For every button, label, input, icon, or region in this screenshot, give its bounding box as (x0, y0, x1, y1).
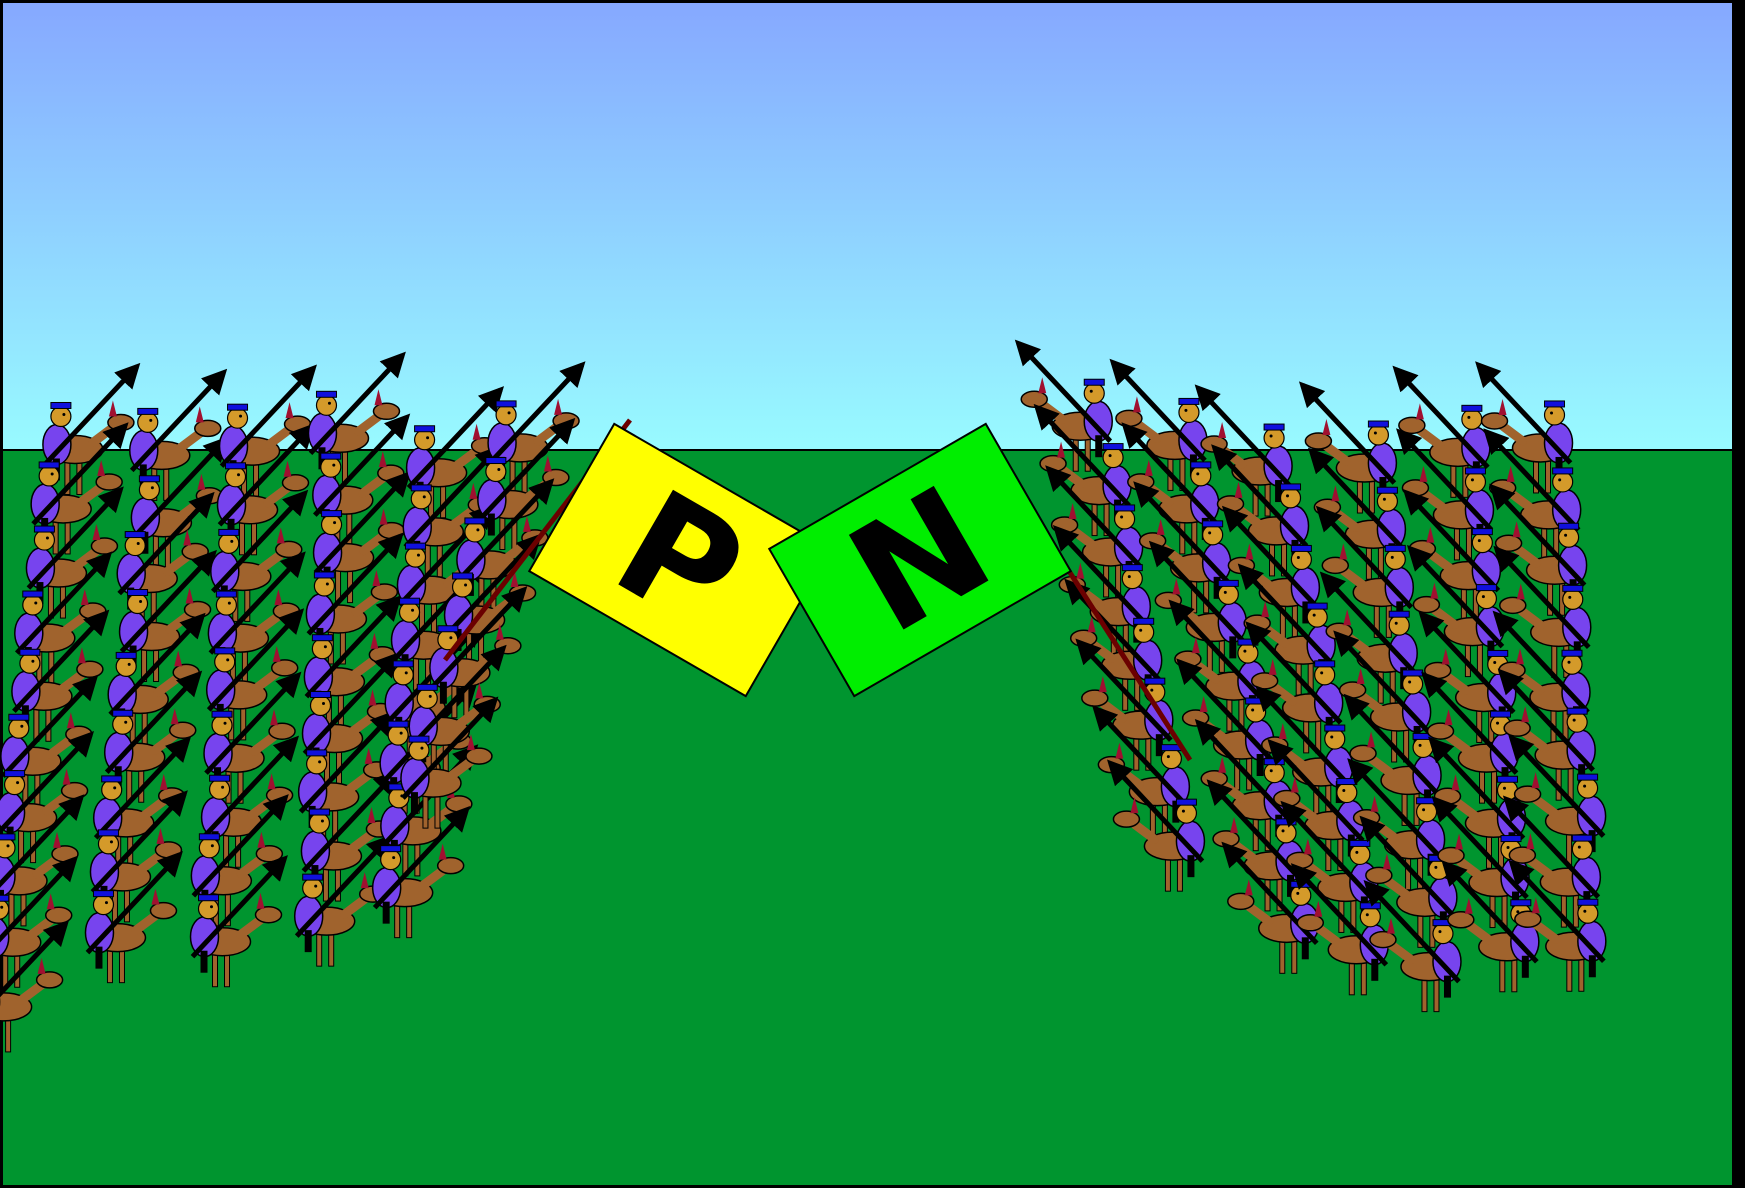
cavalry-lancer-icon (1497, 668, 1596, 801)
cavalry-lancer-icon (400, 696, 499, 829)
cavalry-lancer-icon (129, 368, 228, 501)
right-cavalry-army (1014, 339, 1607, 1013)
cavalry-lancer-icon (1221, 505, 1321, 638)
cavalry-lancer-icon (371, 806, 471, 939)
cavalry-lancer-icon (1121, 422, 1220, 555)
cavalry-lancer-icon (216, 423, 315, 556)
cavalry-lancer-icon (1475, 361, 1574, 494)
flag-n: N (767, 422, 1193, 762)
cavalry-lancer-icon (1508, 859, 1607, 992)
cavalry-lancer-icon (1091, 705, 1191, 838)
cavalry-lancer-icon (301, 651, 400, 785)
flag-p-cloth (527, 422, 833, 698)
cavalry-lancer-icon (1392, 365, 1491, 498)
cavalry-lancer-icon (1307, 447, 1407, 580)
cavalry-lancer-icon (1298, 381, 1398, 514)
cavalry-lancer-icon (1421, 671, 1520, 804)
cavalry-lancer-icon (1107, 759, 1206, 892)
cavalry-lancer-icon (0, 920, 70, 1053)
flag-n-cloth (767, 422, 1073, 698)
cavalry-lancer-icon (84, 850, 183, 984)
cavalry-lancer-icon (1148, 540, 1248, 673)
left-cavalry-army (0, 351, 586, 1053)
cavalry-lancer-icon (1363, 879, 1462, 1013)
cavalry-lancer-icon (1221, 841, 1320, 974)
cavalry-lancer-icon (1245, 621, 1344, 754)
cavalry-lancer-icon (1359, 815, 1458, 948)
cavalry-lancer-icon (1508, 734, 1607, 867)
sky (1, 1, 1734, 452)
cavalry-lancer-icon (14, 551, 113, 684)
cavalry-lancer-icon (0, 794, 85, 927)
cavalry-lancer-icon (25, 486, 124, 619)
cavalry-lancer-icon (189, 855, 288, 988)
cavalry-lancer-icon (1045, 465, 1144, 598)
